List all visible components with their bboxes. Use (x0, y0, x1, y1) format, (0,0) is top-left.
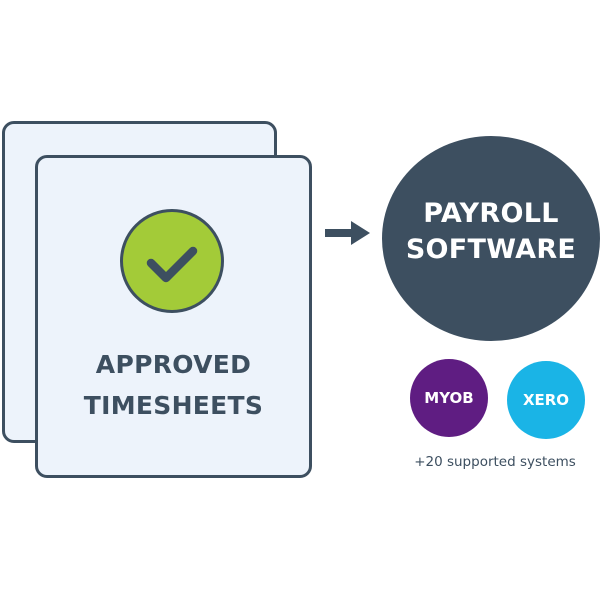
supported-systems-note: +20 supported systems (414, 454, 576, 470)
approved-badge (120, 209, 224, 313)
card-label-line1: APPROVED (95, 350, 252, 379)
arrow-right-icon (325, 221, 370, 245)
myob-badge: MYOB (410, 359, 488, 437)
card-label-line2: TIMESHEETS (83, 391, 264, 420)
timesheet-card-front: APPROVED TIMESHEETS (35, 155, 312, 478)
xero-badge: XERO (507, 361, 585, 439)
checkmark-icon (146, 246, 198, 283)
payroll-software-circle: PAYROLL SOFTWARE (382, 136, 600, 341)
payroll-label-line1: PAYROLL (423, 198, 559, 229)
payroll-label-line2: SOFTWARE (405, 234, 577, 265)
